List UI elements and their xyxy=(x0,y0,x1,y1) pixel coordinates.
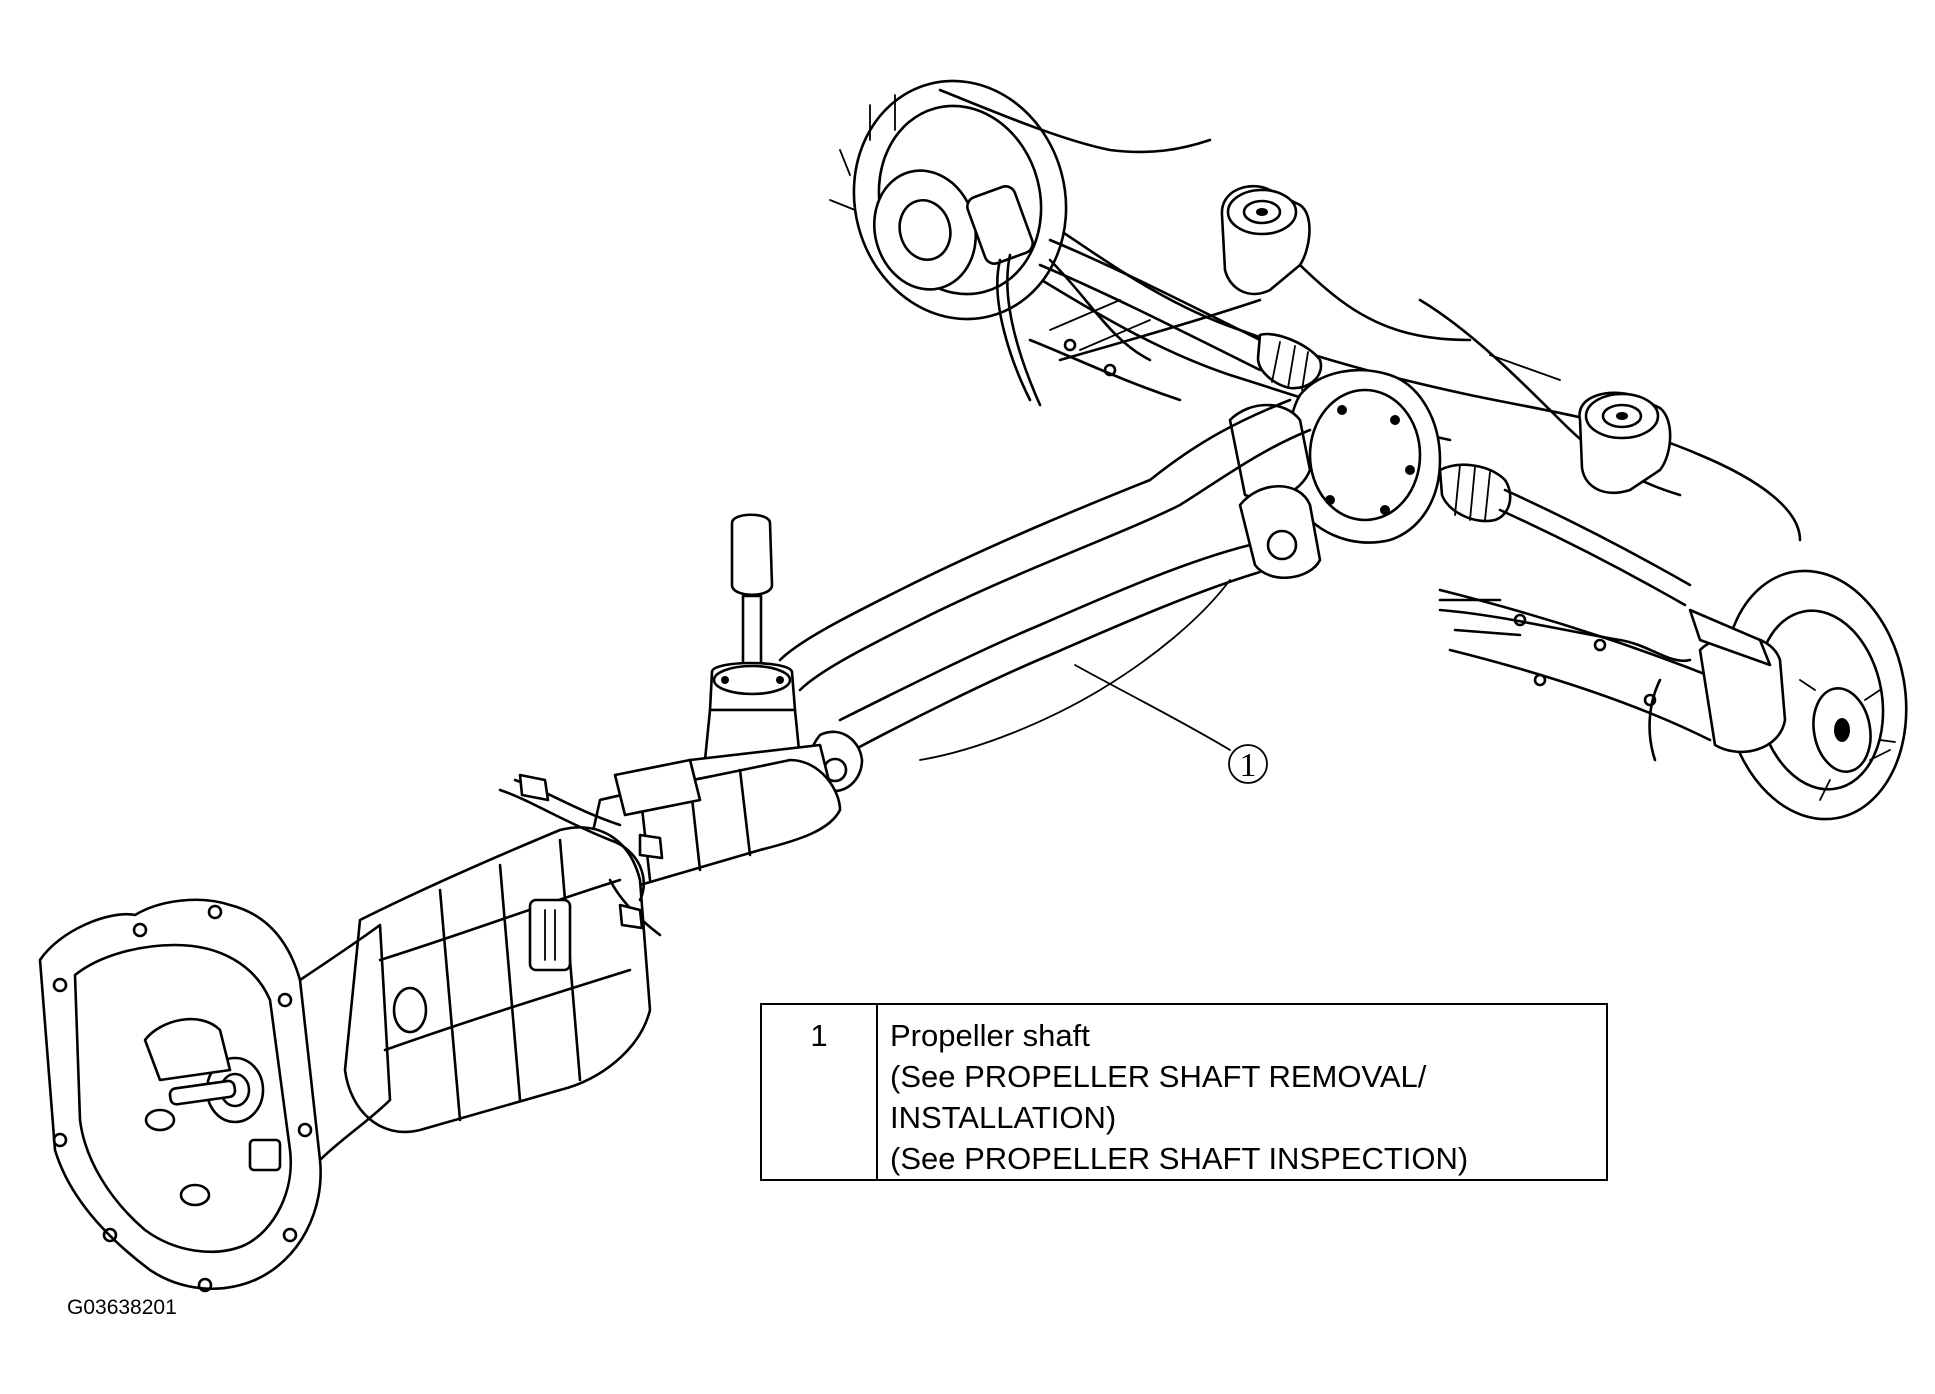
legend-reference-inspection: (See PROPELLER SHAFT INSPECTION) xyxy=(890,1141,1469,1176)
callout-1: 1 xyxy=(1074,664,1268,784)
clutch-housing xyxy=(38,898,392,1293)
frame-rail xyxy=(938,88,1522,637)
rear-differential xyxy=(1228,368,1442,544)
legend-item-name: Propeller shaft xyxy=(890,1018,1090,1053)
figure-id: G03638201 xyxy=(67,1296,177,1319)
transmission xyxy=(343,758,842,1134)
propeller-shaft xyxy=(778,398,1322,793)
gear-shift-lever xyxy=(688,513,832,802)
legend-reference-removal-cont: INSTALLATION) xyxy=(890,1100,1117,1135)
left-drive-shaft xyxy=(1038,238,1323,391)
left-rear-brake-assembly xyxy=(829,79,1068,407)
legend-reference-removal: (See PROPELLER SHAFT REMOVAL/ xyxy=(890,1059,1427,1094)
right-rear-brake-assembly xyxy=(1438,569,1908,821)
callout-number: 1 xyxy=(1240,747,1257,784)
upper-bushing-mount xyxy=(1220,184,1311,296)
legend-item-description: Propeller shaft (See PROPELLER SHAFT REM… xyxy=(876,1003,1608,1181)
right-drive-shaft xyxy=(1438,463,1692,607)
right-bushing-mount xyxy=(1578,391,1672,495)
parts-legend-table: 1 Propeller shaft (See PROPELLER SHAFT R… xyxy=(760,1003,1608,1181)
legend-item-number: 1 xyxy=(760,1003,878,1181)
legend-row: 1 Propeller shaft (See PROPELLER SHAFT R… xyxy=(760,1003,1608,1181)
